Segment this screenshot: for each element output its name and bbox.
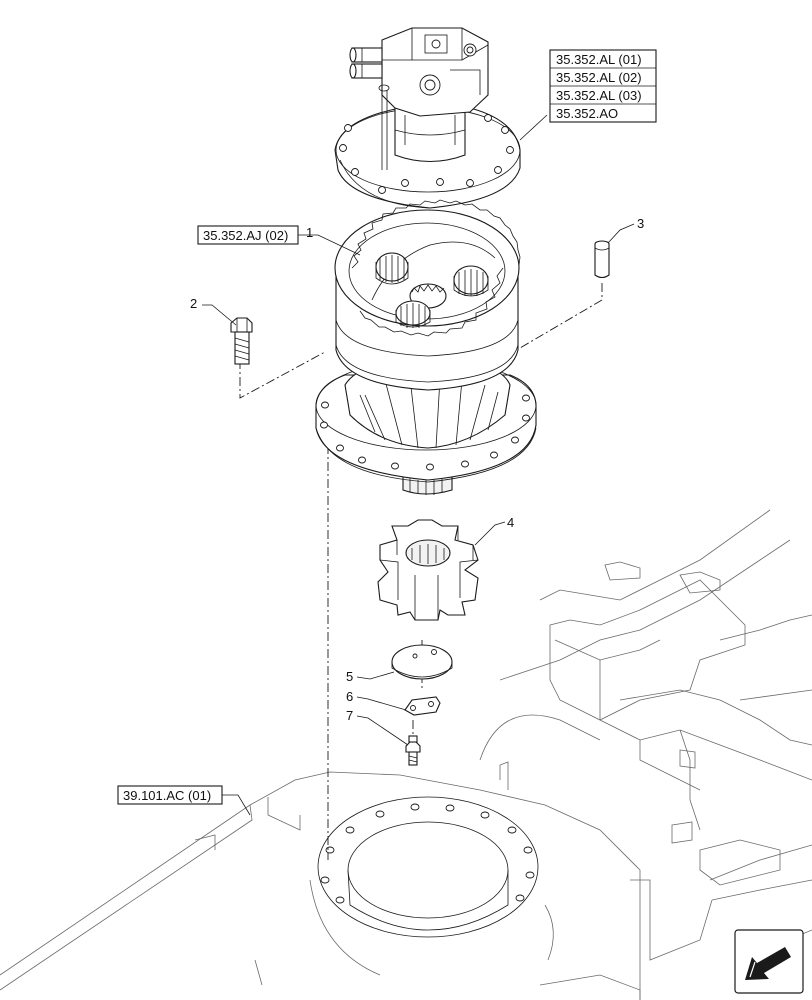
- ring-gear-teeth: [351, 199, 521, 337]
- frame-ring-bolt-holes: [320, 803, 535, 904]
- callout-6: 6: [346, 689, 353, 704]
- reference-box-motor[interactable]: 35.352.AL (01) 35.352.AL (02) 35.352.AL …: [549, 49, 657, 123]
- callout-7: 7: [346, 708, 353, 723]
- motor-ref-3[interactable]: 35.352.AL (03): [556, 88, 642, 103]
- reducer-ref[interactable]: 35.352.AJ (02): [203, 228, 288, 243]
- callout-3: 3: [637, 216, 644, 231]
- callout-2: 2: [190, 296, 197, 311]
- dowel-pin: [594, 240, 610, 279]
- arrow-icon[interactable]: [734, 929, 804, 994]
- motor-flange-bolts: [339, 114, 514, 194]
- retaining-plate: [391, 644, 453, 680]
- motor-ref-4[interactable]: 35.352.AO: [556, 106, 618, 121]
- callout-1: 1: [306, 225, 313, 240]
- leader-lines: [202, 114, 635, 816]
- planet-gear-3: [395, 300, 431, 328]
- planet-gear-2: [453, 265, 489, 297]
- mounting-bolt: [230, 317, 253, 365]
- retaining-screw: [405, 735, 421, 766]
- callout-numbers: 1 2 3 4 5 6 7: [190, 216, 644, 723]
- motor-ref-1[interactable]: 35.352.AL (01): [556, 52, 642, 67]
- callout-4: 4: [507, 515, 514, 530]
- frame-ref[interactable]: 39.101.AC (01): [123, 788, 211, 803]
- reducer-flange-bolt-holes: [320, 394, 530, 471]
- lock-plate: [404, 696, 441, 716]
- planet-gear-1: [375, 252, 409, 285]
- upper-frame: [0, 509, 812, 1000]
- motor-ref-2[interactable]: 35.352.AL (02): [556, 70, 642, 85]
- pinion-gear: [377, 519, 479, 621]
- reference-box-reducer[interactable]: 35.352.AJ (02): [197, 225, 299, 245]
- swing-motor: [334, 27, 521, 209]
- reference-box-frame[interactable]: 39.101.AC (01): [117, 785, 223, 805]
- swing-reducer: [315, 199, 537, 495]
- callout-5: 5: [346, 669, 353, 684]
